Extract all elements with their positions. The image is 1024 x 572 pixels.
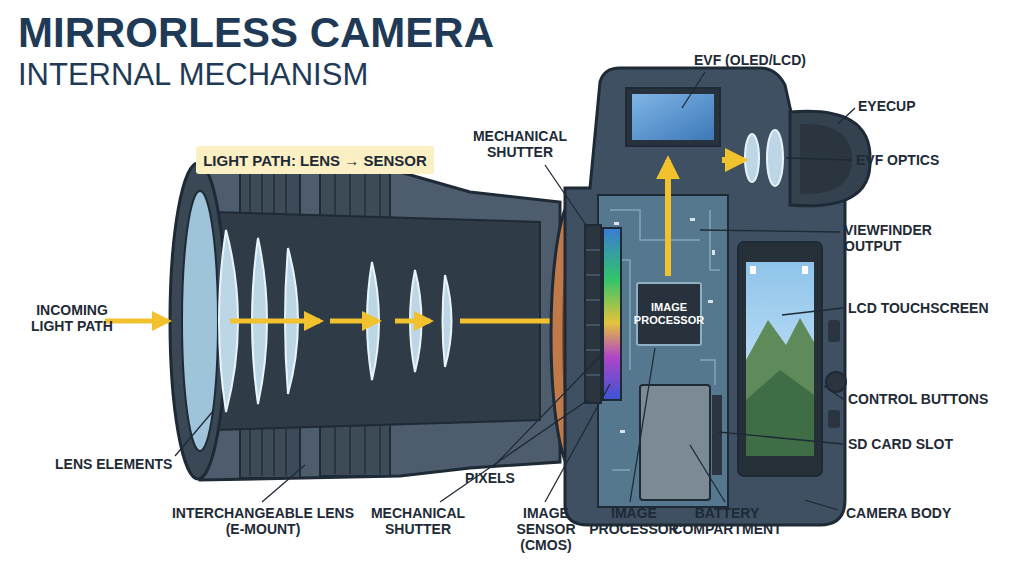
camera-body <box>565 68 870 525</box>
part-label: VIEWFINDER OUTPUT <box>844 222 954 254</box>
part-label: LENS ELEMENTS <box>55 456 195 472</box>
diagram-title: MIRRORLESS CAMERA <box>18 10 494 56</box>
leader-lines <box>175 72 855 510</box>
light-path-arrow <box>105 319 600 324</box>
part-label: INTERCHANGEABLE LENS (E-MOUNT) <box>168 505 358 537</box>
part-label: BATTERY COMPARTMENT <box>672 505 782 537</box>
subtitle: INTERNAL MECHANISM <box>18 58 458 91</box>
part-label: LCD TOUCHSCREEN <box>848 300 1018 316</box>
part-label: PIXELS <box>452 470 528 486</box>
part-label: EYECUP <box>858 98 958 114</box>
part-label: SD CARD SLOT <box>848 436 1018 452</box>
part-label: IMAGE PROCESSOR <box>588 505 680 537</box>
processor-chip: IMAGE PROCESSOR <box>636 282 702 346</box>
node-label-box: LIGHT PATH: LENS → SENSOR <box>196 146 434 174</box>
part-label: CONTROL BUTTONS <box>848 391 1018 407</box>
lens-elements <box>219 230 452 412</box>
part-label: EVF (OLED/LCD) <box>680 52 820 68</box>
node-text: LIGHT PATH: LENS → SENSOR <box>203 152 427 169</box>
part-label: IMAGE SENSOR (CMOS) <box>496 505 596 553</box>
signal-arrow <box>668 160 744 276</box>
part-label: CAMERA BODY <box>846 505 976 521</box>
part-label: MECHANICAL SHUTTER <box>470 128 570 160</box>
part-label: EVF OPTICS <box>856 152 976 168</box>
part-label: INCOMING LIGHT PATH <box>22 302 122 334</box>
node-text: IMAGE PROCESSOR <box>634 301 704 327</box>
part-label: MECHANICAL SHUTTER <box>368 505 468 537</box>
